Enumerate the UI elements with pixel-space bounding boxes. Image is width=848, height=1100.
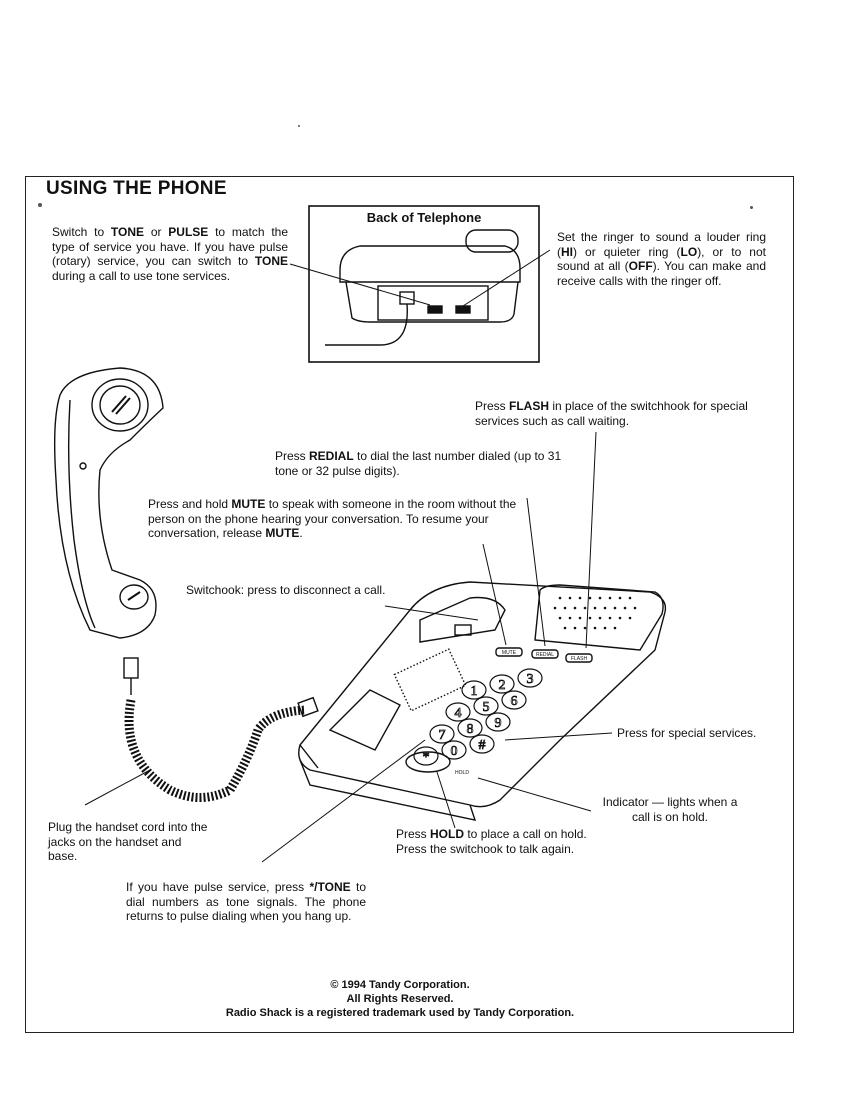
mute-label: MUTE — [231, 497, 266, 511]
star-tone-label: */TONE — [309, 880, 351, 894]
tone-pulse-text-4: during a call to use tone services. — [52, 268, 231, 283]
mute-label-2: MUTE — [265, 526, 300, 540]
cord-instruction: Plug the handset cord into the jacks on … — [48, 820, 208, 863]
mute-text-3: . — [299, 526, 303, 540]
keypad-key-label: # — [479, 738, 486, 753]
tone-label-2: TONE — [254, 254, 288, 268]
handset-drawing — [53, 367, 164, 639]
footer-rights: All Rights Reserved. — [346, 993, 454, 1005]
ringer-text-2: ) or quieter ring ( — [573, 244, 681, 259]
ringer-text-3: ), or to not sound at all ( — [557, 244, 766, 274]
page-frame — [25, 176, 794, 1033]
hold-text-1: Press — [396, 827, 431, 841]
redial-text-1: Press — [275, 449, 310, 463]
ringer-hi-label: HI — [561, 244, 573, 259]
keypad-key — [429, 724, 455, 744]
ringer-text-1: Set the ringer to sound a louder ring ( — [557, 230, 766, 259]
phone-hold-label: HOLD — [455, 770, 469, 776]
ringer-lo-label: LO — [680, 244, 698, 259]
pulse-label: PULSE — [168, 225, 209, 239]
redial-instruction: Press REDIAL to dial the last number dia… — [275, 449, 565, 478]
back-of-telephone-title: Back of Telephone — [366, 210, 482, 225]
redial-label: REDIAL — [309, 449, 354, 463]
footer: © 1994 Tandy Corporation. All Rights Res… — [150, 978, 650, 1020]
tone-pulse-instruction: Switch to TONE or PULSE to match the typ… — [52, 225, 288, 283]
ringer-text-4: ). You can make and receive calls with t… — [557, 259, 766, 288]
footer-trademark: Radio Shack is a registered trademark us… — [225, 1007, 575, 1019]
keypad-key-label: 7 — [439, 728, 446, 743]
hold-text-2: to place a call on hold. Press the switc… — [396, 827, 587, 856]
redial-text-2: to dial the last number dialed (up to 31… — [275, 449, 562, 478]
mute-text-2: to speak with someone in the room withou… — [148, 497, 517, 540]
tone-pulse-text-1: Switch to — [52, 225, 111, 239]
base-telephone-drawing — [298, 581, 667, 821]
tone-pulse-text-3: to match the type of service you have. I… — [52, 225, 288, 268]
keypad-key-label: 3 — [527, 672, 534, 687]
keypad-key-label: 9 — [495, 716, 502, 731]
ringer-instruction: Set the ringer to sound a louder ring (H… — [557, 230, 766, 288]
mute-instruction: Press and hold MUTE to speak with someon… — [148, 497, 518, 541]
ringer-off-label: OFF — [628, 259, 653, 273]
keypad-key-label: 2 — [499, 678, 506, 693]
keypad-key-label: 5 — [483, 700, 490, 715]
keypad-key-label: * — [423, 750, 430, 765]
tone-label: TONE — [110, 225, 145, 239]
keypad-drawing: 1 2 3 4 5 6 7 8 9 * 0 # — [413, 668, 543, 766]
coiled-cord-drawing — [123, 657, 319, 802]
keypad-key — [485, 712, 511, 732]
keypad-key — [445, 702, 471, 722]
keypad-key — [517, 668, 543, 688]
back-telephone-drawing — [325, 229, 521, 346]
special-services-instruction: Press for special services. — [617, 726, 757, 740]
keypad-key-label: 6 — [511, 694, 518, 709]
hold-label: HOLD — [430, 827, 465, 841]
switchhook-instruction: Switchook: press to disconnect a call. — [186, 583, 386, 597]
keypad-key — [413, 746, 439, 766]
keypad-key-label: 8 — [467, 722, 474, 737]
leader-lines — [84, 431, 613, 863]
keypad-key-label: 1 — [471, 684, 478, 699]
phone-mute-label: MUTE — [502, 650, 517, 656]
pulse-tone-text-1: If you have pulse service, press — [126, 880, 310, 894]
hold-instruction: Press HOLD to place a call on hold. Pres… — [396, 827, 592, 856]
flash-label: FLASH — [509, 399, 550, 413]
tone-pulse-text-2: or — [144, 225, 169, 239]
keypad-key — [473, 696, 499, 716]
keypad-key — [501, 690, 527, 710]
mute-text-1: Press and hold — [148, 497, 232, 511]
indicator-instruction: Indicator — lights when a call is on hol… — [602, 795, 738, 824]
keypad-key-label: 4 — [455, 706, 462, 721]
keypad-key — [441, 740, 467, 760]
keypad-key-label: 0 — [451, 744, 458, 759]
keypad-key — [457, 718, 483, 738]
pulse-tone-instruction: If you have pulse service, press */TONE … — [126, 880, 366, 924]
pulse-tone-text-2: to dial numbers as tone signals. The pho… — [126, 880, 366, 923]
flash-text-1: Press — [475, 399, 510, 413]
phone-redial-label: REDIAL — [536, 652, 554, 658]
keypad-key — [469, 734, 495, 754]
scan-speck — [298, 125, 300, 127]
scan-speck — [38, 203, 42, 207]
scan-speck — [750, 206, 753, 209]
keypad-key — [489, 674, 515, 694]
footer-copyright: © 1994 Tandy Corporation. — [330, 979, 470, 991]
flash-instruction: Press FLASH in place of the switchhook f… — [475, 399, 770, 428]
keypad-key — [461, 680, 487, 700]
flash-text-2: in place of the switchhook for special s… — [475, 399, 748, 428]
phone-flash-label: FLASH — [571, 656, 588, 662]
page-title: USING THE PHONE — [46, 178, 227, 199]
back-of-telephone-box — [308, 205, 540, 363]
